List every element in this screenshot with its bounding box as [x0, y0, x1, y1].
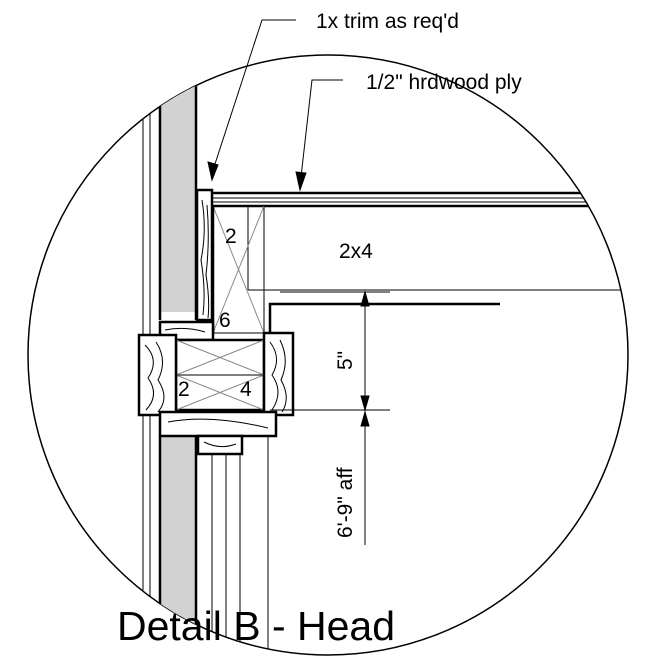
callout-plywood: 1/2" hrdwood ply — [366, 71, 522, 94]
section-geometry — [137, 55, 628, 655]
dimension-head-height: 6'-9" aff — [334, 467, 357, 538]
leaders — [207, 19, 343, 192]
label-2x4-block-right: 4 — [240, 378, 252, 401]
label-2x4-block-left: 2 — [178, 378, 190, 401]
drywall-upper — [160, 55, 196, 312]
casing-right — [262, 331, 295, 417]
label-2x6-bottom: 6 — [219, 309, 231, 332]
dimension-line — [360, 290, 370, 545]
dimension-head-offset: 5" — [334, 351, 357, 370]
casing-left — [137, 333, 178, 417]
label-2x4-header: 2x4 — [339, 240, 373, 263]
detail-circle — [27, 54, 629, 656]
trim-bottom — [158, 410, 278, 438]
stop-block — [196, 434, 244, 456]
label-2x6-top: 2 — [225, 225, 237, 248]
callout-trim: 1x trim as req'd — [316, 10, 459, 33]
drawing-title: Detail B - Head — [117, 603, 395, 649]
